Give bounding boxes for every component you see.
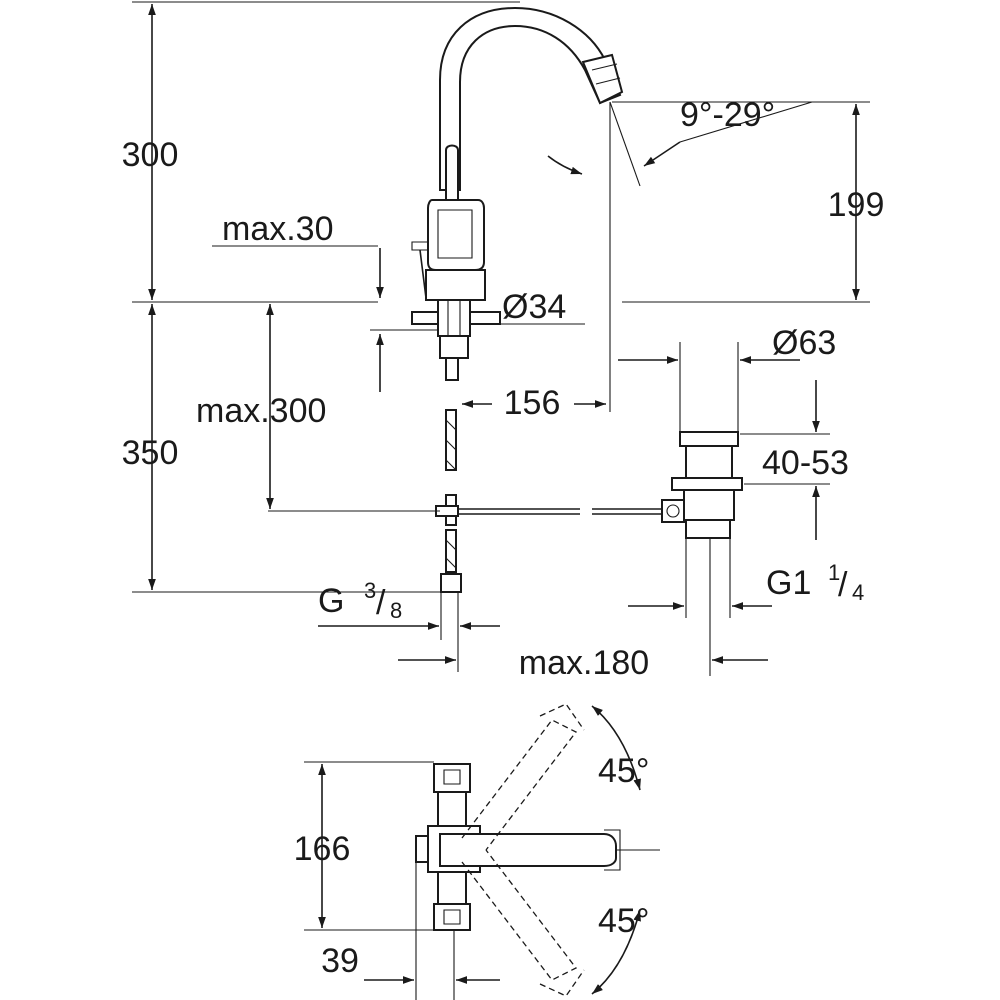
angle-arrow-left [547, 155, 583, 175]
dim-g114-den: 4 [852, 580, 864, 605]
spout-arm [439, 833, 617, 867]
top-view: 45° 45° 166 39 [294, 703, 660, 1000]
angle-arrow-right [643, 141, 681, 167]
handle-top [433, 763, 471, 793]
dim-g38-num: 3 [364, 578, 376, 603]
outlet-axis-tilt [609, 101, 641, 187]
spout-rotated-down [461, 849, 577, 981]
dim-d63: Ø63 [772, 324, 836, 362]
dim-300: 300 [122, 136, 179, 174]
dim-156: 156 [504, 384, 561, 422]
spout-rotated-up [461, 719, 577, 851]
angle-bottom-arc [591, 909, 641, 995]
dim-g38-den: 8 [390, 598, 402, 623]
dim-max30: max.30 [222, 210, 334, 248]
dim-g114-num: 1 [828, 560, 840, 585]
dim-g114-slash: / [838, 566, 848, 604]
dim-g38-slash: / [376, 584, 386, 622]
dim-max300: max.300 [196, 392, 326, 430]
dim-40-53: 40-53 [762, 444, 849, 482]
pop-up-waste [661, 431, 743, 539]
dim-g38-base: G [318, 582, 344, 620]
dim-max180: max.180 [519, 644, 649, 682]
handle-bottom [433, 903, 471, 931]
dim-angle: 9°-29° [680, 96, 775, 134]
dim-angle-bottom: 45° [598, 902, 649, 940]
dim-g114-base: G1 [766, 564, 811, 602]
dim-166: 166 [294, 830, 351, 868]
faucet-body [411, 6, 662, 593]
angle-top-arc [591, 705, 641, 791]
dim-350: 350 [122, 434, 179, 472]
angle-leader [679, 101, 813, 143]
side-view: 300 350 199 9°-29° max.30 Ø34 max.300 15… [122, 1, 885, 682]
dim-39: 39 [321, 942, 359, 980]
dim-199: 199 [828, 186, 885, 224]
dim-angle-top: 45° [598, 752, 649, 790]
dim-d34: Ø34 [502, 288, 566, 326]
